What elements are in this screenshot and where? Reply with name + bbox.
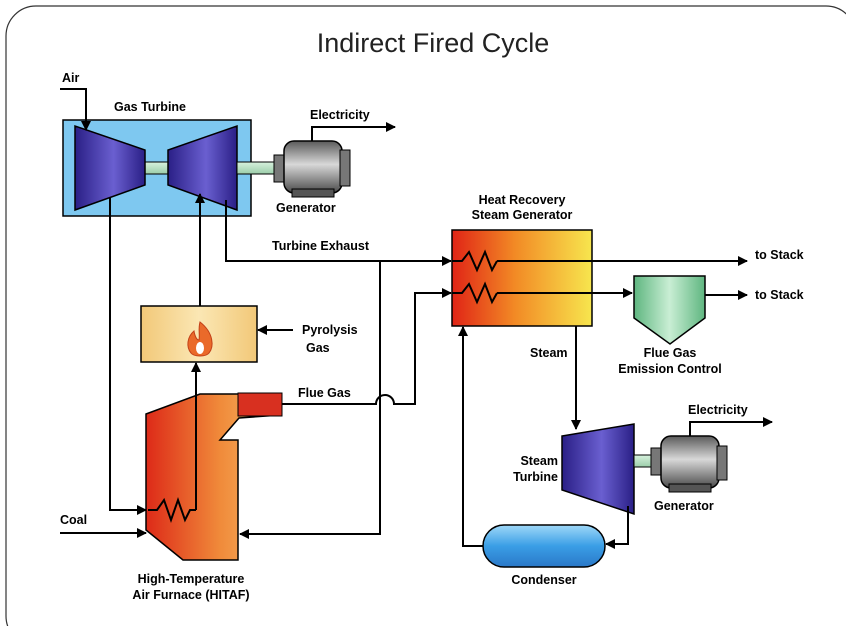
- pyrolysis-label-line2: Gas: [306, 341, 330, 355]
- generator-bottom: [650, 435, 728, 493]
- generator-top-label: Generator: [276, 201, 336, 215]
- pyrolysis-label-line1: Pyrolysis: [302, 323, 358, 337]
- hitaf-label-line2: Air Furnace (HITAF): [132, 588, 249, 602]
- page-border: [5, 5, 846, 626]
- condenser: [482, 524, 606, 568]
- hrsg-label-line1: Heat Recovery: [479, 193, 566, 207]
- heat-recovery-steam-generator: [451, 229, 593, 327]
- gas-turbine-shaft: [144, 161, 171, 175]
- compressor-icon: [74, 124, 146, 212]
- heat-exchanger-coil-icon: [148, 496, 196, 524]
- gas-turbine-label: Gas Turbine: [114, 100, 186, 114]
- flue-gas-label: Flue Gas: [298, 386, 351, 400]
- electricity-top-label: Electricity: [310, 108, 370, 122]
- furnace-flue-outlet: [237, 392, 283, 417]
- generator-top: [273, 140, 351, 198]
- condenser-label: Condenser: [511, 573, 576, 587]
- diagram-title: Indirect Fired Cycle: [317, 28, 550, 58]
- electricity-bottom-label: Electricity: [688, 403, 748, 417]
- gas-turbine-generator-shaft: [236, 161, 278, 175]
- heat-exchanger-coil-icon: [452, 281, 498, 305]
- to-stack-2-label: to Stack: [755, 288, 804, 302]
- emission-label-line2: Emission Control: [618, 362, 721, 376]
- coal-label: Coal: [60, 513, 87, 527]
- air-label: Air: [62, 71, 80, 85]
- steam-turbine-label-line2: Turbine: [513, 470, 558, 484]
- steam-turbine: [561, 423, 635, 516]
- high-temperature-air-furnace: [145, 393, 281, 561]
- flame-icon: [187, 321, 213, 357]
- to-stack-1-label: to Stack: [755, 248, 804, 262]
- hitaf-label-line1: High-Temperature: [138, 572, 245, 586]
- gas-turbine: [62, 119, 252, 217]
- emission-label-line1: Flue Gas: [644, 346, 697, 360]
- heat-exchanger-coil-icon: [452, 249, 498, 273]
- turbine-exhaust-label: Turbine Exhaust: [272, 239, 370, 253]
- turbine-icon: [167, 124, 238, 212]
- generator-bottom-label: Generator: [654, 499, 714, 513]
- hrsg-label-line2: Steam Generator: [472, 208, 573, 222]
- flue-gas-emission-control: [633, 275, 706, 345]
- steam-label: Steam: [530, 346, 568, 360]
- steam-turbine-label-line1: Steam: [520, 454, 558, 468]
